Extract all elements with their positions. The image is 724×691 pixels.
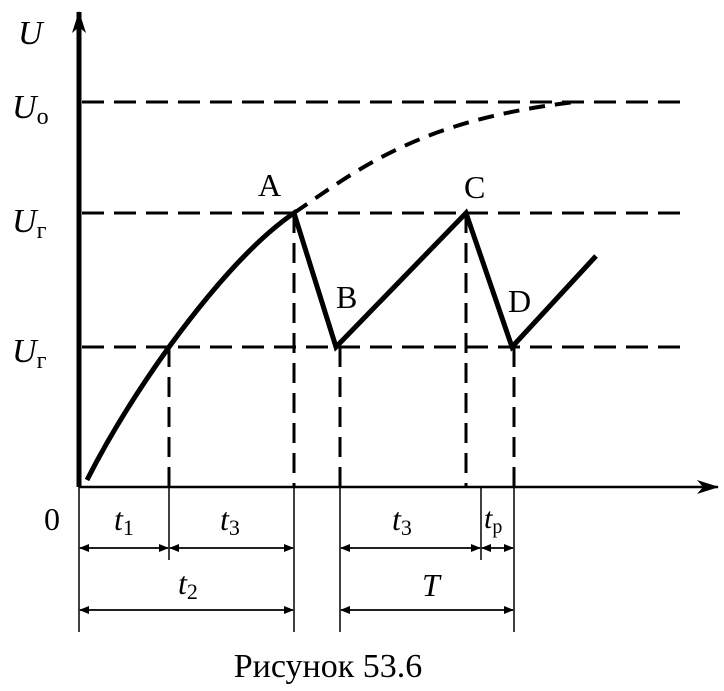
origin-label: 0: [44, 501, 60, 537]
point-a-label: A: [258, 167, 281, 203]
t1-label: t1: [114, 501, 134, 540]
u0-label: Uо: [12, 89, 49, 130]
t2-label: t2: [178, 565, 198, 604]
point-c-label: C: [464, 169, 485, 205]
point-d-label: D: [508, 283, 531, 319]
t3-first-label: t3: [220, 501, 240, 540]
point-b-label: B: [336, 279, 357, 315]
ug-top-label: Uг: [12, 203, 47, 244]
voltage-waveform: [84, 208, 598, 482]
period-label: T: [422, 567, 442, 603]
y-axis-label: U: [18, 15, 45, 52]
charge-curve-continuation: [292, 100, 576, 215]
figure-caption: Рисунок 53.6: [233, 648, 423, 685]
ug-bottom-label: Uг: [12, 333, 47, 374]
t3-second-label: t3: [392, 501, 412, 540]
tp-label: tр: [484, 502, 502, 538]
